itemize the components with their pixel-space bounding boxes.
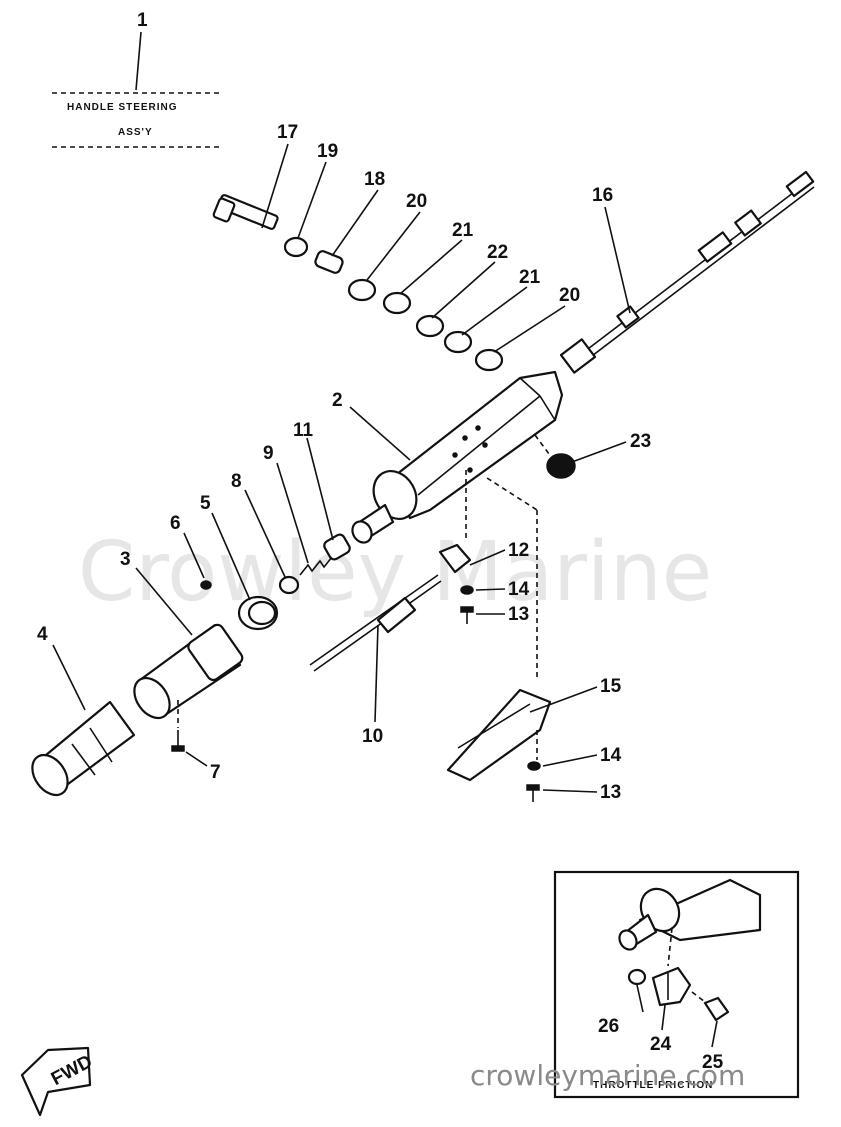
washer-20-upper (347, 278, 377, 302)
washer-20-lower (474, 348, 504, 372)
clamp-24 (651, 966, 692, 1007)
callout-20-upper: 20 (406, 191, 427, 212)
callout-3: 3 (120, 549, 131, 570)
steering-handle-body (351, 370, 564, 544)
title-line-2: ASS'Y (118, 127, 153, 138)
callout-23: 23 (630, 431, 651, 452)
washer-14-upper (460, 585, 474, 595)
grip-4 (31, 700, 136, 797)
callout-10: 10 (362, 726, 383, 747)
callout-12: 12 (508, 540, 529, 561)
knob-23 (546, 453, 576, 479)
callout-14-lower: 14 (600, 745, 622, 766)
callout-1: 1 (137, 10, 148, 31)
callout-22: 22 (487, 242, 508, 263)
callout-7: 7 (210, 762, 221, 783)
washer-21-upper (382, 291, 412, 315)
callout-5: 5 (200, 493, 211, 514)
callout-25: 25 (702, 1052, 724, 1073)
callout-26: 26 (598, 1016, 619, 1037)
inset-caption: THROTTLE FRICTION (593, 1080, 713, 1091)
callout-21-upper: 21 (452, 220, 474, 241)
callout-8: 8 (231, 471, 242, 492)
screw-13-lower (526, 784, 540, 802)
throttle-shaft (559, 170, 815, 374)
callout-13-upper: 13 (508, 604, 529, 625)
washer-21-lower (443, 330, 473, 354)
screw-13-upper (460, 606, 474, 624)
title-line-1: HANDLE STEERING (67, 102, 178, 113)
nut-26 (627, 968, 647, 986)
callout-9: 9 (263, 443, 274, 464)
callout-17: 17 (277, 122, 298, 143)
callout-6: 6 (170, 513, 181, 534)
handle-3 (133, 623, 244, 720)
callout-19: 19 (317, 141, 338, 162)
bolt-17 (212, 194, 279, 230)
callout-14-upper: 14 (508, 579, 530, 600)
watermark-center: Crowley Marine (78, 525, 712, 620)
collar-18 (314, 250, 344, 274)
callout-4: 4 (37, 624, 48, 645)
washer-14-lower (527, 761, 541, 771)
screw-7 (171, 730, 185, 752)
throttle-rod-10 (309, 574, 442, 672)
callout-13-lower: 13 (600, 782, 621, 803)
spring-9 (299, 556, 333, 576)
throttle-friction-inset: 26 24 25 THROTTLE FRICTION (553, 870, 800, 1099)
title-box: 1 HANDLE STEERING ASS'Y (52, 10, 222, 148)
wave-washer-22 (415, 314, 445, 338)
callout-11: 11 (293, 420, 314, 441)
callout-21-lower: 21 (519, 267, 541, 288)
callout-18: 18 (364, 169, 385, 190)
fwd-arrow: FWD (20, 1046, 96, 1117)
bracket-12 (438, 543, 472, 574)
ring-5 (237, 595, 279, 631)
washer-19 (283, 236, 309, 258)
watermark-bottom: crowleymarine.com (470, 1059, 745, 1092)
callout-16: 16 (592, 185, 613, 206)
callout-15: 15 (600, 676, 622, 697)
callout-2: 2 (332, 390, 343, 411)
dot-6 (200, 580, 212, 590)
bracket-15 (446, 688, 552, 782)
callout-24: 24 (650, 1034, 672, 1055)
callouts: 17 19 18 20 21 22 21 20 16 2 23 11 9 8 5… (37, 122, 651, 803)
callout-20-lower: 20 (559, 285, 580, 306)
washer-8 (278, 575, 300, 595)
bolt-25 (703, 996, 730, 1022)
leader-lines (52, 143, 631, 793)
